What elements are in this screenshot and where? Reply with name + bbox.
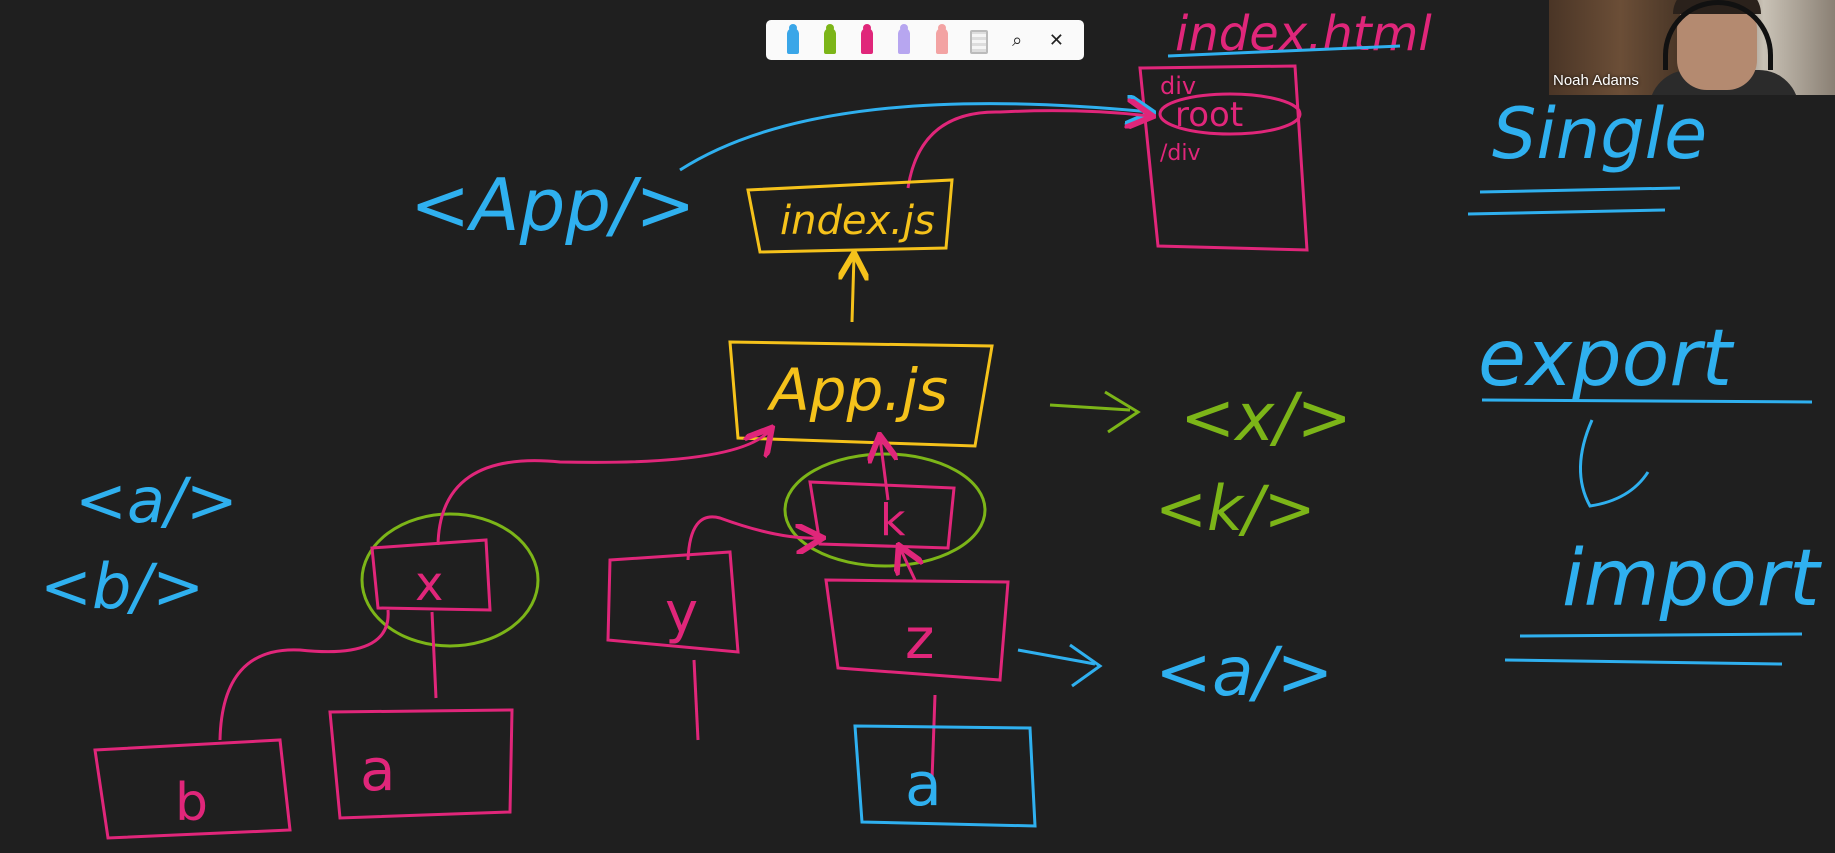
indexjs-to-root-arrow <box>906 111 1150 189</box>
annotation-toolbar: ⌕ ✕ <box>766 20 1084 60</box>
x-box <box>370 538 492 612</box>
y-box <box>606 550 740 654</box>
index-js-box <box>746 178 954 254</box>
root-circle <box>1158 92 1302 136</box>
x-to-a-line <box>430 611 438 699</box>
x-text: x <box>415 556 443 612</box>
b-text: b <box>175 773 208 833</box>
export-text: export <box>1478 314 1734 404</box>
z-to-a-arrowhead <box>1069 643 1103 688</box>
appjs-to-indexjs-arrow <box>852 256 854 323</box>
z-text: z <box>905 607 934 672</box>
b-box <box>93 738 292 840</box>
root-text: root <box>1175 95 1243 135</box>
close-icon[interactable]: ✕ <box>1048 29 1064 50</box>
z-box <box>824 578 1010 682</box>
import-text: import <box>1562 534 1822 624</box>
tag-a-left: <a/> <box>75 464 238 537</box>
y-text: y <box>665 581 698 646</box>
app-to-root-arrow <box>679 104 1150 172</box>
y-down-line <box>692 659 700 741</box>
a-blue-box <box>853 724 1037 828</box>
import-underline-1 <box>1519 632 1803 638</box>
index-html-underline <box>1167 44 1401 58</box>
zoom-icon[interactable]: ⌕ <box>1012 29 1023 50</box>
app-js-box <box>728 340 994 448</box>
salmon-marker-icon[interactable] <box>931 24 953 54</box>
tag-b-left: <b/> <box>40 550 204 623</box>
tag-x-green: <x/> <box>1180 379 1352 456</box>
z-down-line <box>930 694 937 781</box>
tag-k-green: <k/> <box>1155 472 1316 545</box>
export-underline <box>1481 398 1813 404</box>
blue-marker-icon[interactable] <box>782 24 804 54</box>
z-to-k-line <box>900 548 915 581</box>
index-js-text: index.js <box>780 198 935 244</box>
export-to-import-arrow <box>1579 419 1650 508</box>
single-text: Single <box>1492 93 1707 175</box>
eraser-icon[interactable] <box>968 26 990 54</box>
single-underline-2 <box>1467 208 1666 216</box>
a-box <box>328 708 514 820</box>
single-underline-1 <box>1479 186 1681 194</box>
appjs-to-x-arrowhead <box>1104 390 1141 434</box>
green-marker-icon[interactable] <box>819 24 841 54</box>
div-close-text: /div <box>1160 141 1201 166</box>
participant-video[interactable]: Noah Adams <box>1549 0 1835 95</box>
app-js-text: App.js <box>766 356 948 424</box>
k-text: k <box>880 495 906 546</box>
appjs-to-x-arrow <box>1049 403 1131 412</box>
pink-marker-icon[interactable] <box>856 24 878 54</box>
purple-marker-icon[interactable] <box>893 24 915 54</box>
tag-a-right: <a/> <box>1155 633 1334 712</box>
k-to-appjs-line <box>880 438 888 501</box>
y-to-k-line <box>686 515 820 561</box>
x-green-circle <box>360 512 540 648</box>
participant-name: Noah Adams <box>1553 72 1639 89</box>
app-tag-text: <App/> <box>410 163 696 247</box>
a-text: a <box>360 736 396 804</box>
x-to-b-line <box>218 609 390 741</box>
z-to-a-arrow <box>1017 648 1096 666</box>
div-open-text: div <box>1160 72 1196 100</box>
index-html-box <box>1138 64 1309 252</box>
import-underline-2 <box>1504 658 1783 666</box>
a-blue-text: a <box>905 750 942 820</box>
x-to-appjs-line <box>436 430 770 546</box>
